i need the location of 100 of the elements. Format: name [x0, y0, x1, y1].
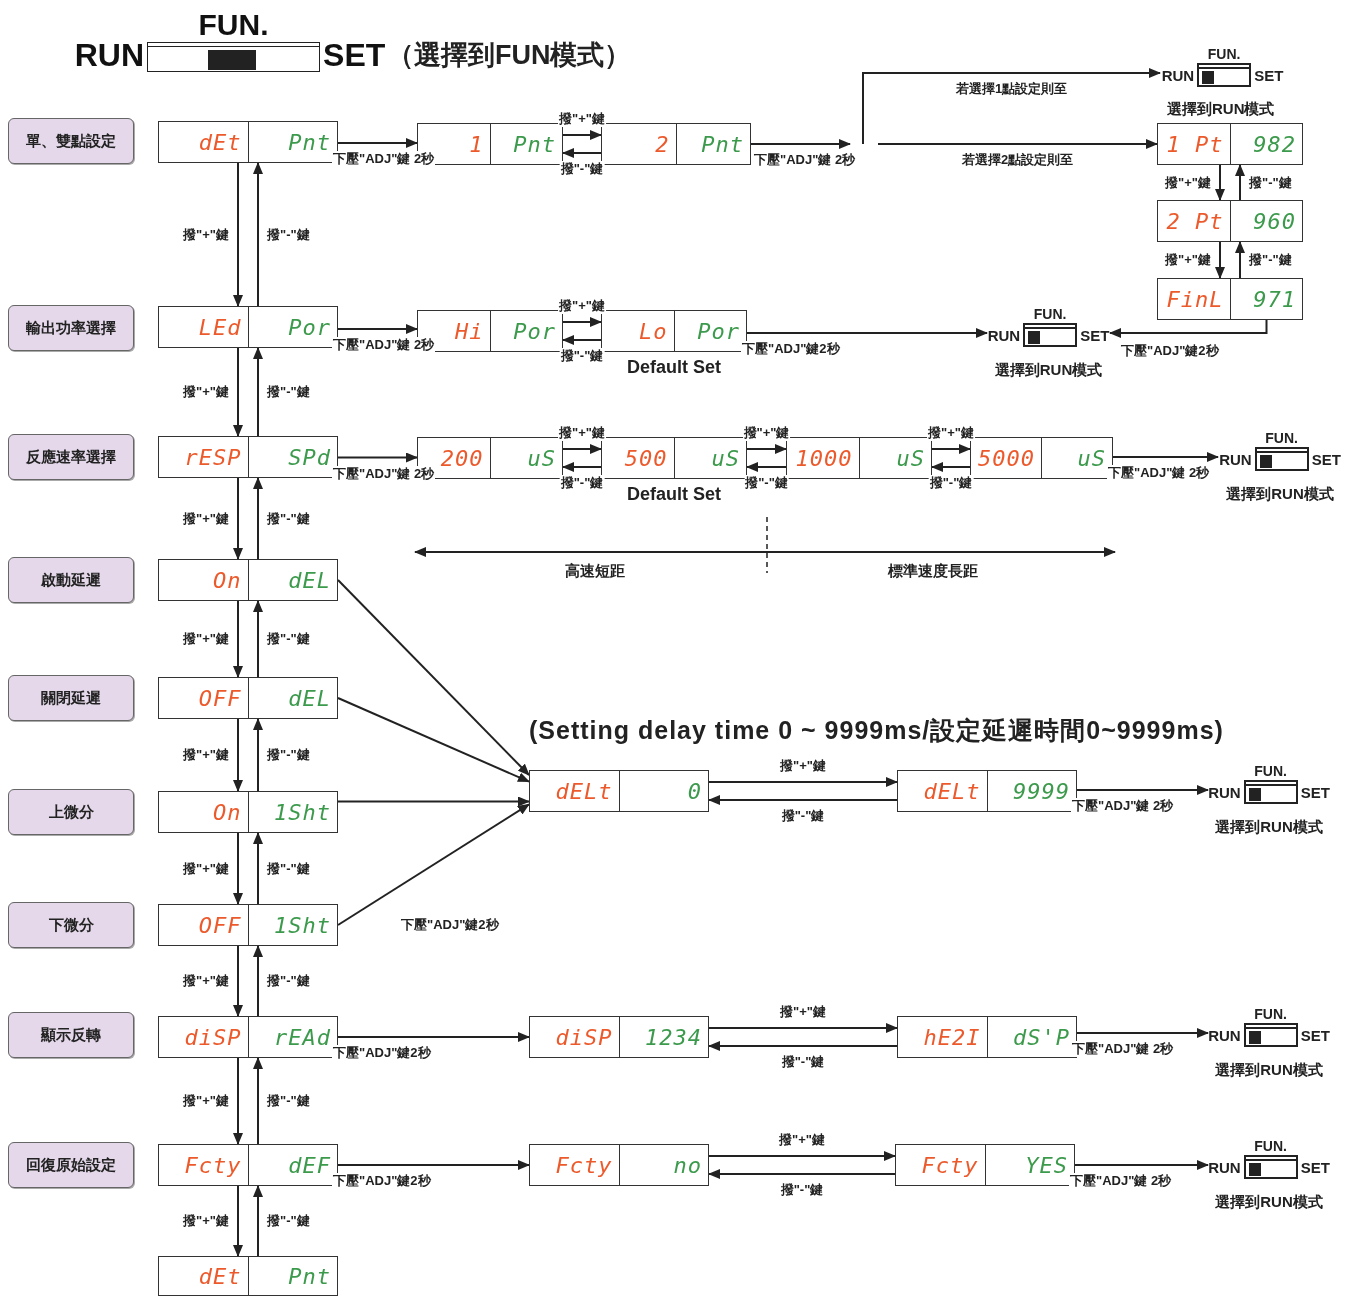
- edge-label: 撥"-"鍵: [266, 860, 311, 877]
- node-caption: Default Set: [627, 356, 721, 379]
- edge-label: 下壓"ADJ"鍵 2秒: [1071, 798, 1175, 814]
- segment-display: [158, 677, 338, 719]
- arrow: [1215, 241, 1225, 279]
- arrow: [746, 462, 787, 472]
- note-text: 標準速度長距: [888, 561, 978, 581]
- display-readout: rESP: [184, 443, 242, 472]
- arrow: [253, 600, 263, 678]
- display-readout: dS'P: [1013, 1023, 1070, 1052]
- switch-label: FUN.: [1254, 762, 1287, 780]
- arrow: [337, 324, 418, 334]
- display-readout: Pnt: [701, 130, 744, 159]
- arrow: [1076, 785, 1209, 795]
- display-readout: Por: [288, 313, 331, 342]
- switch-label: FUN.: [1265, 429, 1298, 447]
- display-readout: dEt: [198, 1262, 242, 1291]
- arrow: [253, 945, 263, 1017]
- arrow: [746, 444, 787, 454]
- edge-label: 下壓"ADJ"鍵 2秒: [1107, 465, 1211, 481]
- display-readout: 2 Pt: [1166, 207, 1224, 236]
- edge-label: 撥"+"鍵: [1164, 174, 1212, 191]
- arrow: [337, 803, 530, 926]
- display-readout: 200: [440, 444, 484, 473]
- display-readout: Lo: [639, 317, 668, 346]
- display-readout: dELt: [555, 777, 613, 806]
- display-readout: 1: [469, 130, 484, 159]
- edge-label: 下壓"ADJ"鍵2秒: [1120, 343, 1220, 359]
- edge-label: 下壓"ADJ"鍵2秒: [332, 1173, 432, 1189]
- display-readout: 1234: [645, 1023, 702, 1052]
- arrow: [746, 328, 988, 338]
- display-readout: Fcty: [555, 1151, 613, 1180]
- arrow: [233, 945, 243, 1017]
- edge-label: 撥"+"鍵: [182, 747, 230, 763]
- edge-label: 撥"-"鍵: [266, 973, 311, 989]
- display-readout: Pnt: [288, 128, 331, 157]
- arrow: [708, 1169, 896, 1179]
- switch-label: RUN: [74, 38, 145, 72]
- display-readout: dEF: [288, 1151, 331, 1180]
- display-readout: no: [673, 1151, 702, 1180]
- edge-label: 撥"-"鍵: [559, 348, 605, 364]
- arrow: [337, 1032, 530, 1042]
- segment-display: [529, 1144, 709, 1186]
- display-readout: 9999: [1013, 777, 1070, 806]
- switch-label: RUN: [1161, 66, 1195, 86]
- edge-label: 撥"-"鍵: [780, 1054, 826, 1070]
- edge-label: 撥"+"鍵: [182, 510, 230, 527]
- arrow: [1235, 164, 1245, 201]
- arrow: [337, 138, 418, 148]
- switch-label: RUN: [1208, 1026, 1241, 1046]
- edge-label: 撥"-"鍵: [1248, 174, 1293, 191]
- edge-label: 撥"+"鍵: [742, 425, 791, 441]
- edge-label: 撥"-"鍵: [559, 161, 605, 177]
- arrow: [562, 130, 602, 140]
- node-caption: Default Set: [627, 483, 721, 506]
- segment-display: [601, 123, 751, 165]
- display-readout: 5000: [978, 444, 1035, 473]
- display-readout: 1Sht: [274, 798, 331, 827]
- segment-display: [601, 437, 747, 479]
- edge-label: 撥"-"鍵: [779, 1182, 825, 1198]
- display-readout: 960: [1253, 207, 1296, 236]
- arrow: [1215, 164, 1225, 201]
- edge-label: 撥"-"鍵: [928, 475, 974, 491]
- display-readout: 971: [1253, 285, 1296, 314]
- switch-label: SET: [323, 38, 386, 72]
- display-readout: rEAd: [274, 1023, 331, 1052]
- segment-display: [158, 1256, 338, 1296]
- display-readout: uS: [527, 444, 556, 473]
- segment-display: [158, 559, 338, 601]
- edge-label: 撥"-"鍵: [559, 475, 605, 491]
- switch-label: SET: [1300, 1026, 1330, 1046]
- edge-label: 撥"+"鍵: [182, 226, 230, 243]
- arrow: [562, 335, 602, 345]
- arrow: [1235, 241, 1245, 279]
- edge-label: 撥"+"鍵: [182, 631, 230, 647]
- edge-label: 撥"-"鍵: [266, 1093, 311, 1109]
- arrow: [233, 1057, 243, 1145]
- arrow: [1112, 452, 1219, 462]
- segment-display: [529, 770, 709, 812]
- arrow: [708, 777, 898, 787]
- edge-label: 撥"+"鍵: [182, 973, 230, 989]
- edge-label: 下壓"ADJ"鍵 2秒: [753, 152, 857, 168]
- arrow: [233, 162, 243, 307]
- edge-label: 撥"-"鍵: [266, 747, 311, 763]
- edge-label: 撥"-"鍵: [266, 226, 311, 243]
- display-readout: 0: [687, 777, 702, 806]
- menu-item-box: 顯示反轉: [8, 1012, 134, 1058]
- edge-label: 撥"-"鍵: [744, 475, 789, 491]
- menu-item-box: 啟動延遲: [8, 557, 134, 603]
- menu-item-box: 單、雙點設定: [8, 118, 134, 164]
- note-text: 高速短距: [565, 561, 625, 581]
- edge-label: 撥"+"鍵: [1164, 252, 1212, 268]
- edge-label: 撥"+"鍵: [182, 1213, 230, 1229]
- display-readout: diSP: [555, 1023, 613, 1052]
- node-caption: 選擇到RUN模式: [1215, 1192, 1323, 1212]
- display-readout: OFF: [198, 684, 242, 713]
- switch-label: SET: [1080, 326, 1110, 346]
- display-readout: dEt: [198, 128, 242, 157]
- edge-label: 撥"+"鍵: [927, 425, 975, 441]
- arrow: [233, 1185, 243, 1257]
